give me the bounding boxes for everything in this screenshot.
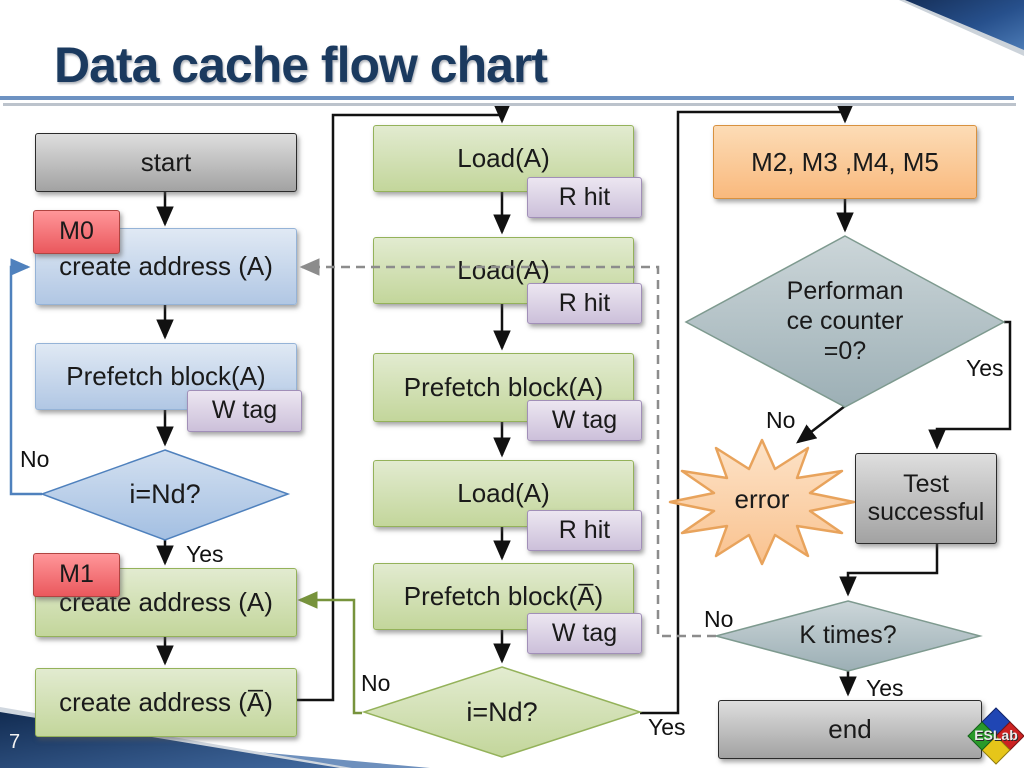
decision-i-nd-mid-label: i=Nd? <box>466 697 538 727</box>
connector-createbar-to-load1 <box>295 103 511 702</box>
connector-green-no-loop <box>297 591 362 715</box>
label-yes-mid: Yes <box>648 714 686 740</box>
label-yes-perf: Yes <box>966 355 1004 381</box>
decision-i-nd-left <box>39 449 291 541</box>
decision-k-times <box>713 600 983 672</box>
label-no-mid: No <box>361 670 391 696</box>
connector-test-to-ktimes <box>839 542 939 597</box>
connector-perf-yes-to-test <box>928 320 1012 450</box>
perf-line-1: Performan <box>786 277 904 305</box>
connector-decision-yes-to-m2 <box>640 103 854 715</box>
badge-m1: M1 <box>33 553 120 597</box>
label-no-left: No <box>20 446 50 472</box>
node-start: start <box>35 133 297 192</box>
corner-ribbon-top-right <box>905 0 1024 50</box>
eslab-logo-text: ESLab <box>974 727 1018 743</box>
decision-i-nd-mid <box>361 666 643 758</box>
node-create-address-abar: create address (A̅) <box>35 668 297 737</box>
badge-w-tag-left: W tag <box>187 390 302 432</box>
badge-r-hit-2: R hit <box>527 283 642 324</box>
slide-title: Data cache flow chart <box>54 37 548 93</box>
page-number: 7 <box>9 731 21 753</box>
badge-r-hit-3: R hit <box>527 510 642 551</box>
title-underline-blue <box>0 96 1014 100</box>
decision-i-nd-left-label: i=Nd? <box>129 479 201 509</box>
decision-performance-counter <box>684 235 1006 408</box>
eslab-logo-text-shadow: ESLab <box>975 728 1019 744</box>
node-end: end <box>718 700 982 759</box>
badge-m0: M0 <box>33 210 120 254</box>
connector-blue-no-loop <box>9 258 42 496</box>
label-yes-ktimes: Yes <box>866 675 904 701</box>
perf-line-3: =0? <box>823 337 867 365</box>
label-no-ktimes: No <box>704 606 734 632</box>
decision-performance-counter-label: Performan ce counter =0? <box>765 276 925 366</box>
decision-k-times-label: K times? <box>799 621 897 649</box>
perf-line-2: ce counter <box>786 307 904 335</box>
label-no-perf: No <box>766 407 796 433</box>
badge-w-tag-2: W tag <box>527 613 642 654</box>
error-label: error <box>734 484 790 514</box>
badge-r-hit-1: R hit <box>527 177 642 218</box>
badge-w-tag-1: W tag <box>527 400 642 441</box>
eslab-logo-piece-green <box>967 721 997 751</box>
node-test-successful: Test successful <box>855 453 997 544</box>
label-yes-left: Yes <box>186 541 224 567</box>
connector-perf-no-to-error <box>796 405 846 444</box>
title-underline-gray <box>3 103 1016 106</box>
node-m2-m5: M2, M3 ,M4, M5 <box>713 125 977 199</box>
eslab-logo: ESLab ESLab <box>967 707 1024 765</box>
